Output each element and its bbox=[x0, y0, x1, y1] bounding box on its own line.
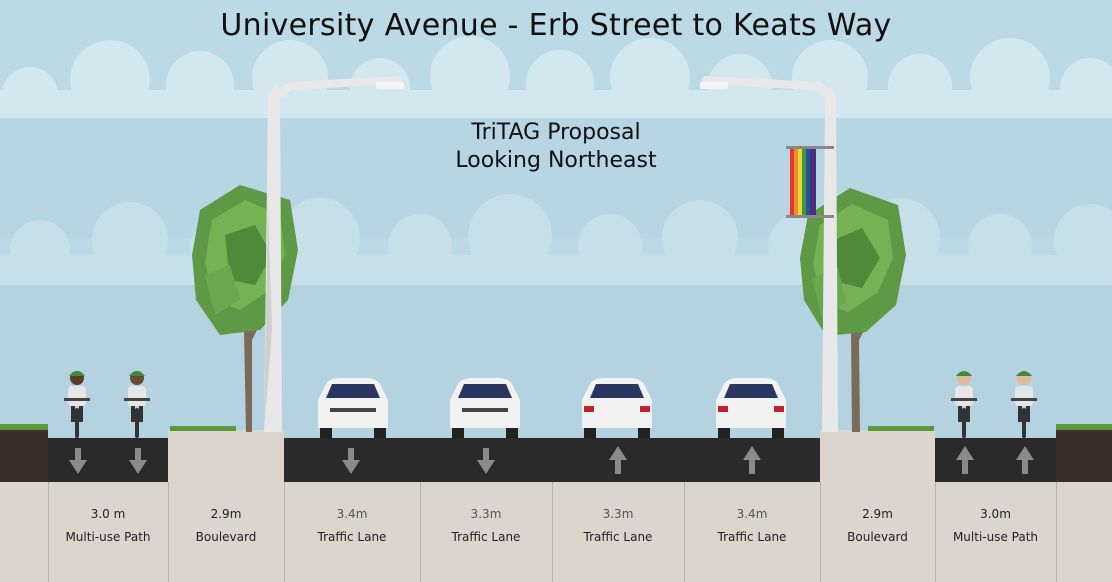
arrow-down-icon bbox=[69, 448, 495, 474]
segment-label-strip bbox=[0, 482, 1112, 582]
car-icon bbox=[318, 378, 388, 438]
soil-right bbox=[1056, 428, 1112, 482]
segment-divider bbox=[684, 482, 685, 582]
boulevard-right bbox=[820, 430, 935, 482]
streetlight-icon-left bbox=[264, 76, 404, 432]
proposal-label: TriTAG Proposal bbox=[471, 120, 641, 145]
segment-divider bbox=[935, 482, 936, 582]
soil-left bbox=[0, 428, 48, 482]
segment-width: 3.3m bbox=[470, 507, 502, 521]
rainbow-banner-icon bbox=[786, 146, 834, 218]
cyclist-icon bbox=[951, 371, 977, 438]
segment-divider bbox=[48, 482, 49, 582]
arrow-up-icon bbox=[609, 446, 1034, 474]
segment-width: 3.0 m bbox=[90, 507, 126, 521]
cyclist-icon bbox=[1011, 371, 1037, 438]
segment-name: Boulevard bbox=[847, 530, 908, 544]
segment-name: Traffic Lane bbox=[451, 530, 521, 544]
streetlight-icon-right bbox=[700, 76, 838, 432]
segment-divider bbox=[820, 482, 821, 582]
cyclist-icon bbox=[64, 371, 90, 438]
boulevard-left bbox=[168, 430, 284, 482]
segment-divider bbox=[552, 482, 553, 582]
multi-use-path-right bbox=[935, 438, 1056, 482]
segment-width: 2.9m bbox=[862, 507, 893, 521]
segment-width: 3.3m bbox=[602, 507, 634, 521]
segment-name: Boulevard bbox=[195, 530, 257, 544]
segment-divider bbox=[420, 482, 421, 582]
car-icon bbox=[450, 378, 520, 438]
segment-divider bbox=[284, 482, 285, 582]
segment-width: 3.4m bbox=[736, 507, 768, 521]
segment-name: Traffic Lane bbox=[317, 530, 387, 544]
segment-name: Traffic Lane bbox=[583, 530, 653, 544]
diagram-title: University Avenue - Erb Street to Keats … bbox=[220, 8, 892, 43]
segment-width: 3.0m bbox=[980, 507, 1011, 521]
cyclist-icon bbox=[124, 371, 150, 438]
segment-divider bbox=[1056, 482, 1057, 582]
segment-name: Multi-use Path bbox=[952, 530, 1039, 544]
segment-name: Multi-use Path bbox=[65, 530, 151, 544]
roadway bbox=[284, 438, 820, 482]
direction-label: Looking Northeast bbox=[455, 148, 657, 173]
segment-divider bbox=[168, 482, 169, 582]
segment-name: Traffic Lane bbox=[717, 530, 787, 544]
segment-width: 2.9m bbox=[210, 507, 242, 521]
segment-width: 3.4m bbox=[336, 507, 368, 521]
car-icon bbox=[716, 378, 786, 438]
multi-use-path-left bbox=[48, 438, 168, 482]
car-icon bbox=[582, 378, 652, 438]
